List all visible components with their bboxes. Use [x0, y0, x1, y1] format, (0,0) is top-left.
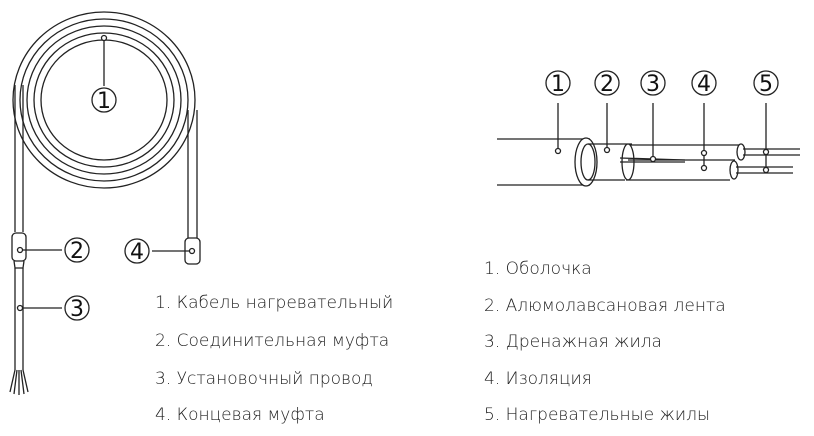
legend-sheath: 1. Оболочка — [484, 259, 592, 279]
legend-installation-wire: 3. Установочный провод — [155, 369, 373, 389]
callout-1: 1 — [97, 89, 111, 114]
callout-4: 4 — [130, 240, 144, 265]
cable-cross-section — [497, 137, 800, 187]
callout-2: 2 — [70, 239, 84, 264]
callout-3: 3 — [70, 297, 84, 322]
legend-coupling: 2. Соединительная муфта — [155, 331, 390, 351]
legend-heating-cores: 5. Нагревательные жилы — [484, 405, 710, 425]
section-callout-1: 1 — [551, 72, 565, 97]
section-callout-5: 5 — [759, 72, 773, 97]
legend-end-sleeve: 4. Концевая муфта — [155, 405, 325, 425]
legend-foil-tape: 2. Алюмолавсановая лента — [484, 296, 726, 316]
coupling-sleeve — [11, 232, 27, 262]
heating-cable-coil — [9, 11, 201, 395]
legend-insulation: 4. Изоляция — [484, 369, 592, 389]
section-callout-4: 4 — [697, 72, 711, 97]
legend-heating-cable: 1. Кабель нагревательный — [155, 293, 394, 313]
section-callout-2: 2 — [600, 72, 614, 97]
legend-drain-wire: 3. Дренажная жила — [484, 332, 662, 352]
section-callout-3: 3 — [646, 72, 660, 97]
